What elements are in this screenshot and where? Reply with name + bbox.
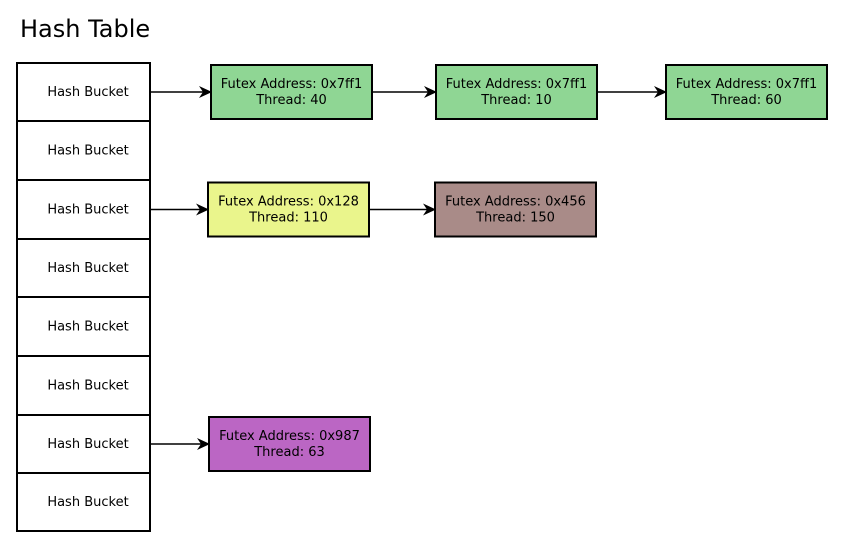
hash-bucket <box>16 238 151 298</box>
thread-label: Thread: 110 <box>248 211 328 226</box>
thread-label: Thread: 150 <box>475 211 555 226</box>
futex-address-label: Futex Address: 0x128 <box>218 195 359 210</box>
thread-label: Thread: 10 <box>480 93 552 108</box>
hash-bucket-label: Hash Bucket <box>47 379 128 394</box>
thread-label: Thread: 60 <box>710 93 782 108</box>
page-title: Hash Table <box>20 15 150 43</box>
hash-bucket-label: Hash Bucket <box>47 85 128 100</box>
hash-bucket-label: Hash Bucket <box>47 437 128 452</box>
futex-node <box>210 64 373 120</box>
futex-node <box>665 64 828 120</box>
futex-address-label: Futex Address: 0x456 <box>445 195 586 210</box>
hash-bucket-label: Hash Bucket <box>47 261 128 276</box>
futex-address-label: Futex Address: 0x7ff1 <box>221 77 362 92</box>
thread-label: Thread: 40 <box>255 93 327 108</box>
futex-node <box>207 181 370 238</box>
hash-bucket-label: Hash Bucket <box>47 320 128 335</box>
hash-bucket <box>16 355 151 416</box>
hash-bucket-label: Hash Bucket <box>47 144 128 159</box>
hash-bucket <box>16 120 151 181</box>
hash-bucket <box>16 62 151 122</box>
futex-node <box>208 416 371 472</box>
futex-address-label: Futex Address: 0x7ff1 <box>446 77 587 92</box>
hash-bucket-label: Hash Bucket <box>47 203 128 218</box>
futex-address-label: Futex Address: 0x987 <box>219 429 360 444</box>
futex-node <box>434 181 597 238</box>
futex-node <box>435 64 598 120</box>
hash-bucket <box>16 472 151 532</box>
pointer-arrows <box>150 86 667 450</box>
hash-bucket-label: Hash Bucket <box>47 495 128 510</box>
thread-label: Thread: 63 <box>253 445 325 460</box>
futex-address-label: Futex Address: 0x7ff1 <box>676 77 817 92</box>
